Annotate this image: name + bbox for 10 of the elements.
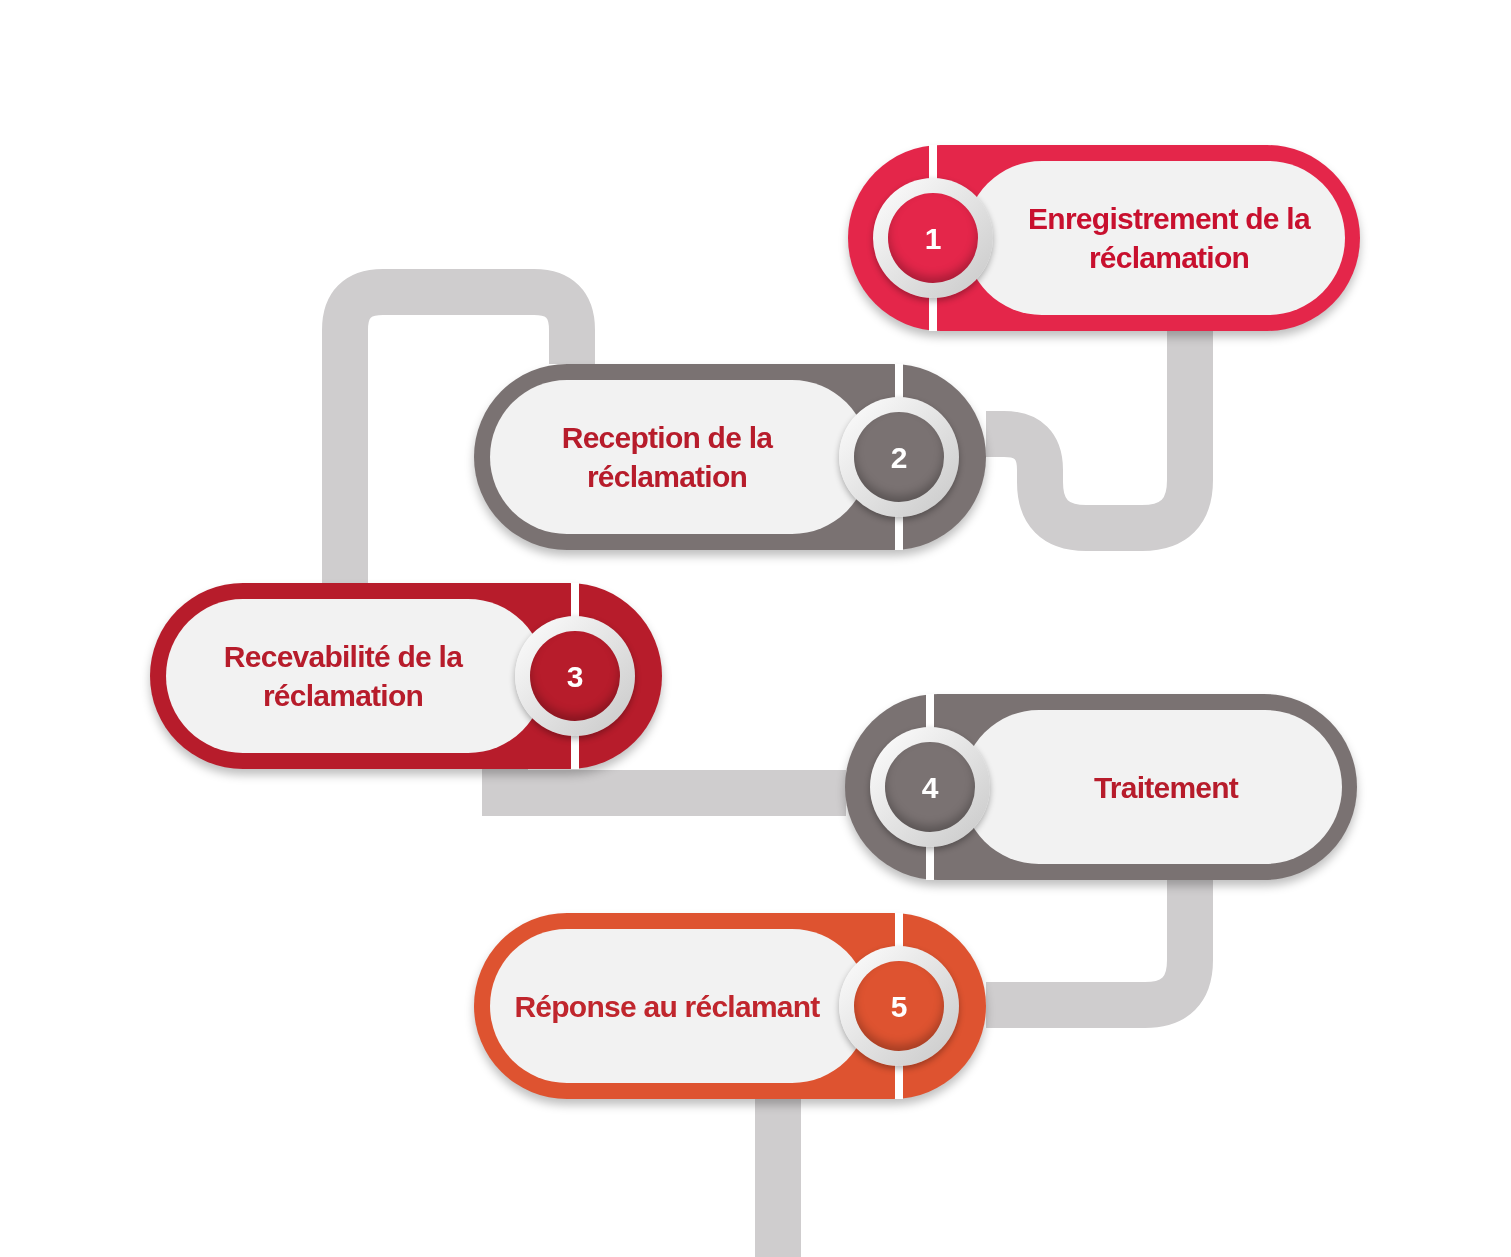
step-label: Réponse au réclamant [514,988,820,1025]
step-label: Traitement [1093,769,1239,806]
step-label: Recevabilité de la réclamation [222,639,464,714]
connector-pipe [322,269,595,583]
step-pill [474,364,986,550]
connector-pipe [482,769,846,816]
connector-pipe [986,880,1213,1028]
step-label: Reception de la réclamation [560,420,774,495]
connector-pipe [755,1099,801,1257]
step-label: Enregistrement de la réclamation [1027,201,1312,276]
